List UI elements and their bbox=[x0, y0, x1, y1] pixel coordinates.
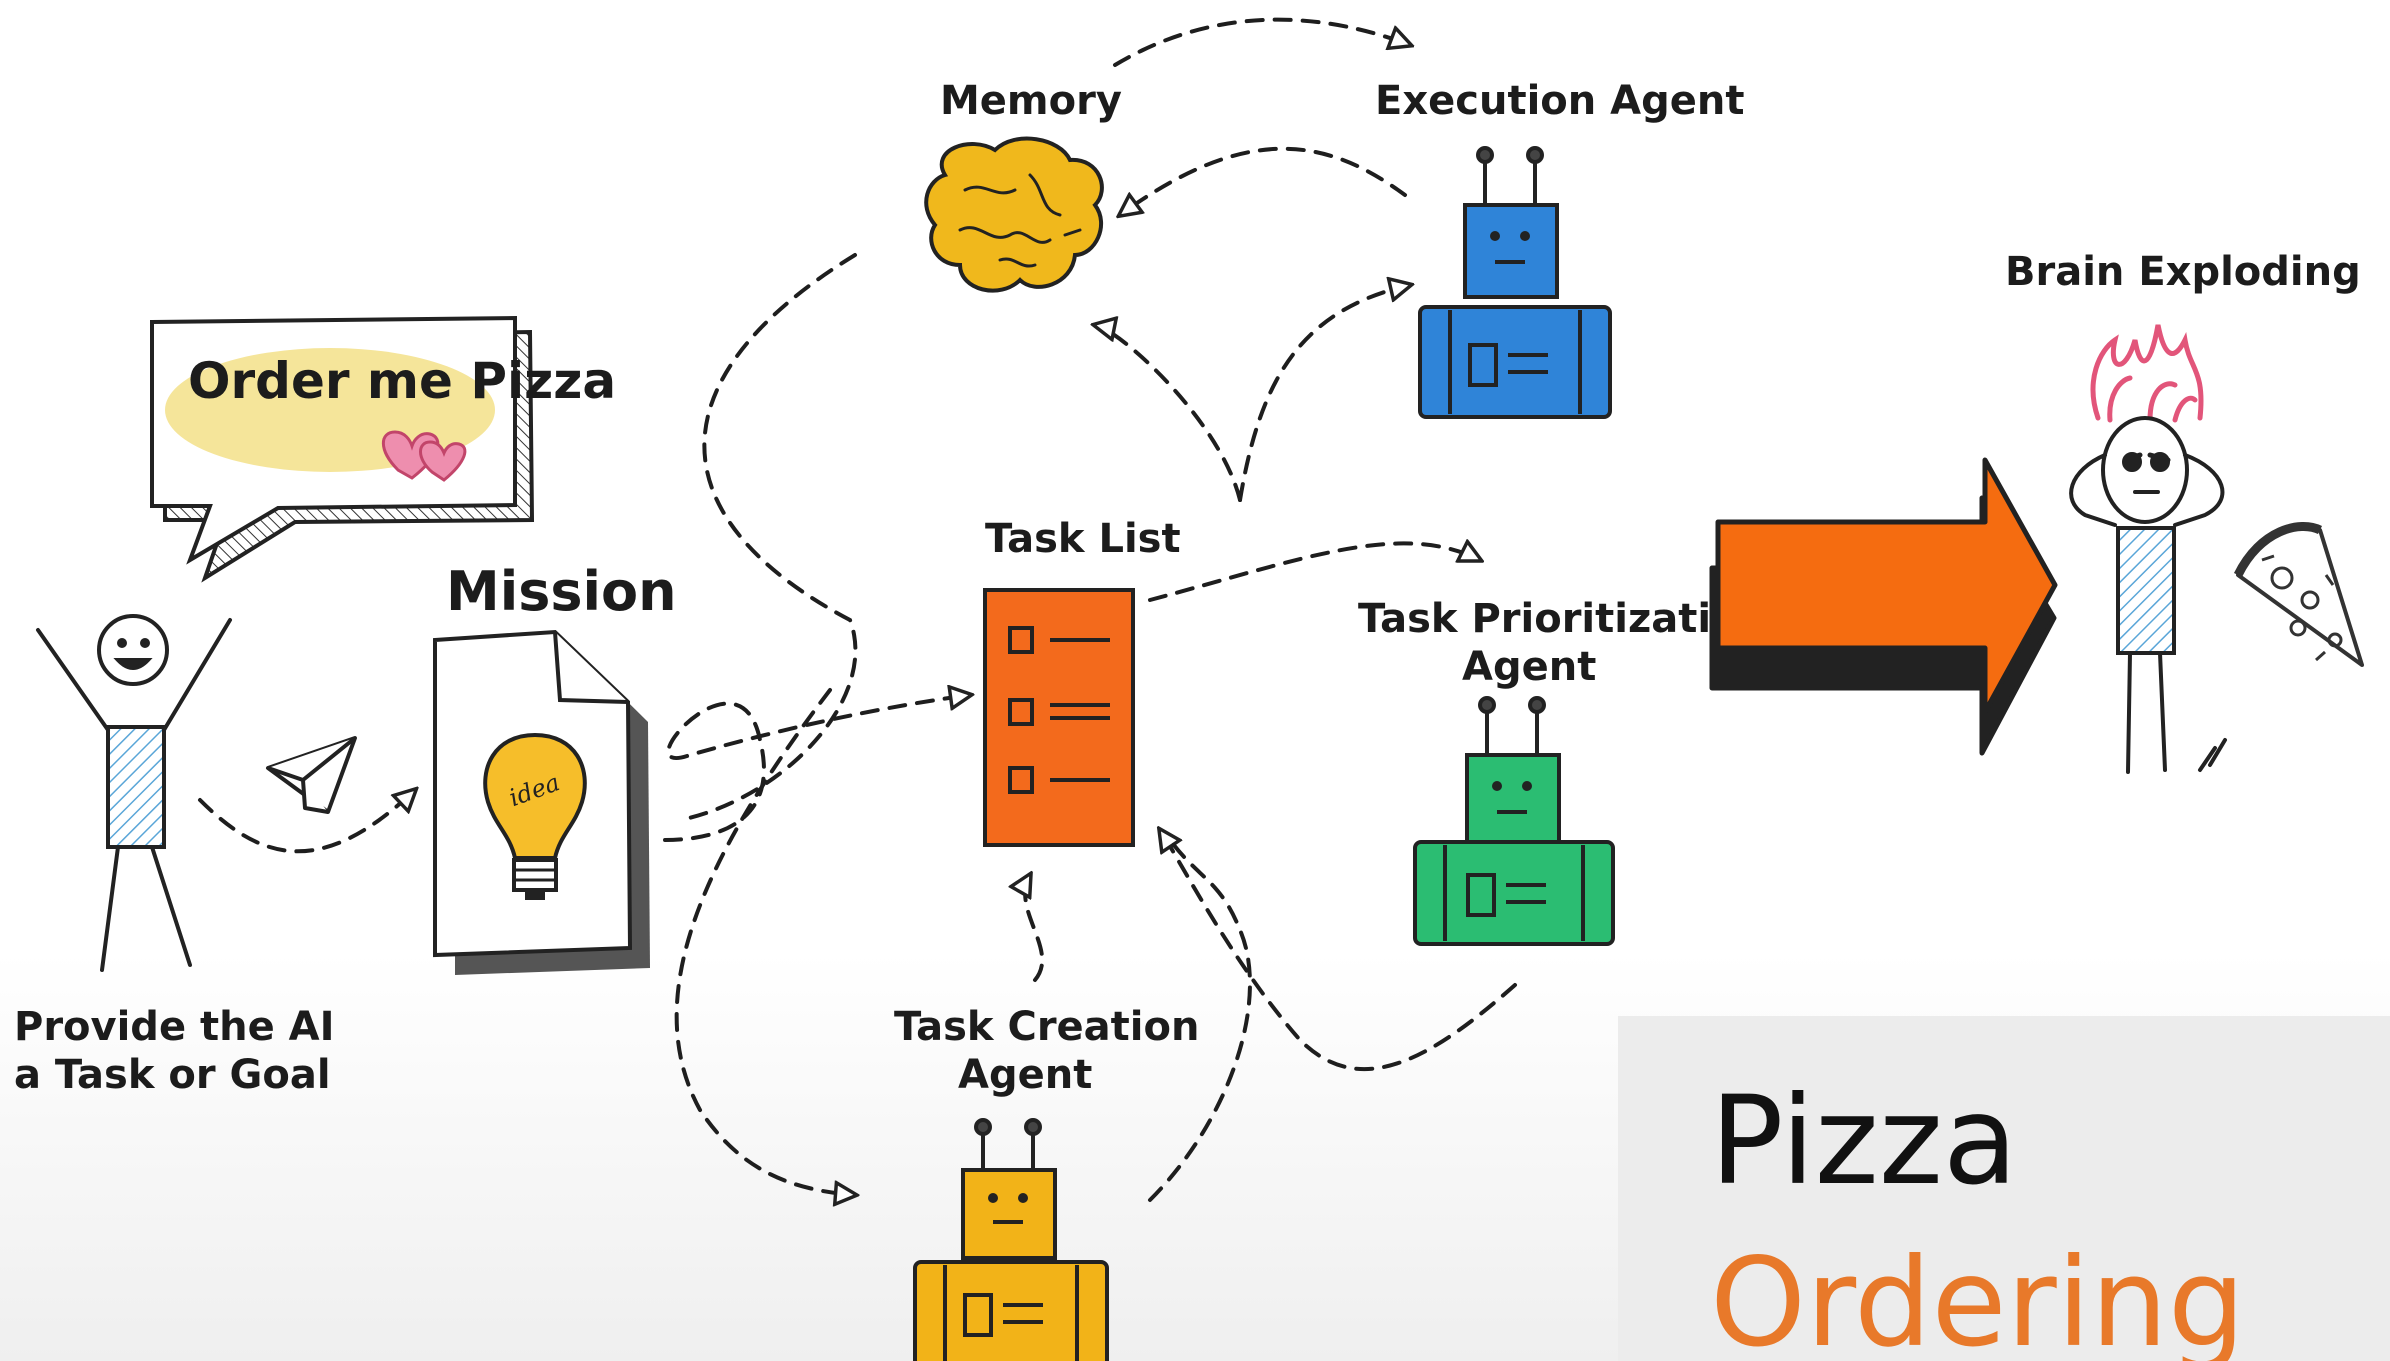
person-icon bbox=[36, 614, 232, 972]
task-creation-label-line2: Agent bbox=[958, 1052, 1092, 1098]
brain-icon bbox=[924, 136, 1104, 293]
speech-bubble: Order me Pizza bbox=[150, 315, 616, 583]
mission-label: Mission bbox=[446, 560, 677, 623]
caption-title-line2: Ordering bbox=[1710, 1232, 2246, 1361]
caption-title-line1: Pizza bbox=[1710, 1070, 2018, 1212]
connector-prioritization-to-tasklist bbox=[1160, 830, 1517, 1072]
connector-tasklist-to-execution bbox=[1238, 285, 1410, 502]
execution-agent-robot-icon bbox=[1418, 146, 1612, 419]
dashed-connectors bbox=[198, 17, 1517, 1202]
connector-person-to-mission bbox=[198, 790, 415, 854]
hearts-icon bbox=[381, 430, 467, 482]
caption-panel: Pizza Ordering bbox=[1618, 1016, 2390, 1361]
task-prioritization-label-line2: Agent bbox=[1462, 644, 1596, 690]
connector-execution-to-memory bbox=[1120, 146, 1407, 215]
task-creation-agent-robot-icon bbox=[913, 1118, 1109, 1361]
task-prioritization-label-line1: Task Prioritization bbox=[1358, 596, 1767, 642]
connector-mission-to-tasklist bbox=[663, 695, 970, 842]
exploding-person-icon bbox=[2069, 416, 2227, 774]
brain-exploding-label: Brain Exploding bbox=[2005, 249, 2361, 295]
mission-document-icon: idea bbox=[433, 629, 650, 975]
pizza-slice-icon bbox=[2233, 522, 2364, 667]
order-pizza-text: Order me Pizza bbox=[188, 352, 616, 410]
task-list-icon bbox=[983, 588, 1135, 847]
result-arrow bbox=[1709, 457, 2058, 756]
connector-tasklist-to-prioritization bbox=[1148, 543, 1480, 602]
explosion-icon bbox=[2090, 324, 2204, 423]
lightbulb-icon: idea bbox=[483, 732, 587, 900]
task-list-label: Task List bbox=[985, 516, 1181, 562]
connector-to-creation bbox=[674, 688, 855, 1195]
connector-tasklist-to-memory bbox=[1095, 325, 1242, 502]
connector-creation-to-tasklist bbox=[1025, 875, 1044, 982]
task-creation-label-line1: Task Creation bbox=[894, 1004, 1199, 1050]
execution-agent-label: Execution Agent bbox=[1375, 78, 1744, 124]
task-prioritization-agent-robot-icon bbox=[1413, 696, 1615, 946]
connector-memory-to-execution bbox=[1113, 17, 1410, 67]
provide-ai-label-line1: Provide the AI bbox=[14, 1004, 335, 1050]
connector-creation-loop bbox=[1148, 838, 1252, 1202]
memory-label: Memory bbox=[940, 78, 1122, 124]
provide-ai-label-line2: a Task or Goal bbox=[14, 1052, 331, 1098]
paper-plane-icon bbox=[266, 736, 357, 814]
